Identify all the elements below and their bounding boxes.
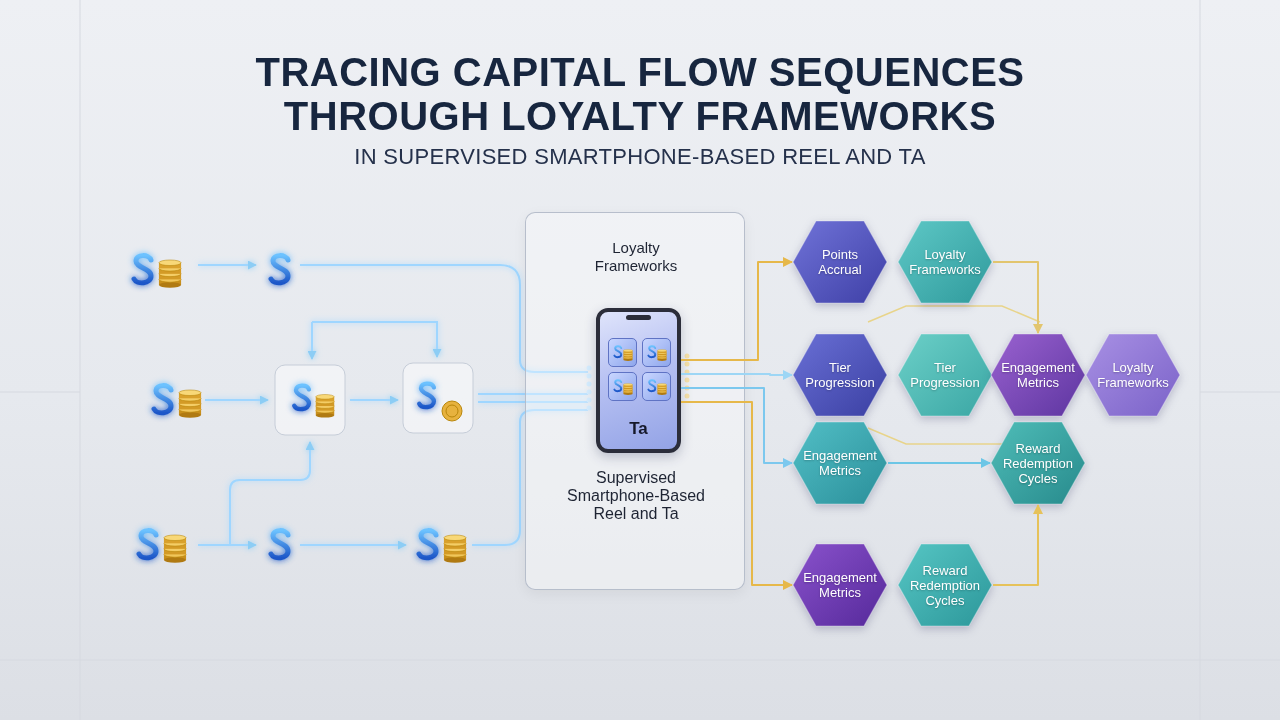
hexagon-outline — [991, 422, 1085, 504]
hexagon-node: Loyalty Frameworks — [897, 220, 993, 304]
hexagon-node: Loyalty Frameworks — [1085, 333, 1181, 417]
hexagon-label: Engagement Metrics — [801, 570, 879, 600]
hexagon-node: Engagement Metrics — [792, 421, 888, 505]
hexagon-label: Reward Redemption Cycles — [999, 441, 1077, 486]
connector-arrow — [681, 402, 792, 585]
app-icon — [642, 372, 671, 401]
coin-glyph — [623, 350, 632, 361]
coin-glyph — [657, 350, 666, 361]
connector-arrow — [681, 374, 792, 375]
hexagon-label: Engagement Metrics — [999, 360, 1077, 390]
coin-glyph — [623, 384, 632, 395]
group-panel: Loyalty FrameworksSupervised Smartphone-… — [525, 212, 745, 590]
hexagon-outline — [898, 544, 992, 626]
panel-label: Supervised Smartphone-Based Reel and Ta — [556, 469, 716, 523]
hexagon-outline — [793, 544, 887, 626]
hexagon-node: Tier Progression — [897, 333, 993, 417]
hexagon-label: Engagement Metrics — [801, 448, 879, 478]
dollar-glyph — [648, 378, 655, 393]
connector-arrow — [681, 262, 792, 360]
money-boxes — [275, 363, 473, 435]
diagram-title: TRACING CAPITAL FLOW SEQUENCES THROUGH L… — [200, 50, 1080, 138]
coin-stacks — [159, 260, 466, 563]
dollar-icons — [134, 251, 436, 564]
phone-label: Ta — [600, 419, 677, 439]
dollar-glyph — [648, 344, 655, 359]
hexagon-outline — [793, 422, 887, 504]
hexagon-outline — [793, 334, 887, 416]
app-icon-glyph — [643, 339, 670, 366]
hexagon-node: Points Accrual — [792, 220, 888, 304]
hexagon-node: Engagement Metrics — [792, 543, 888, 627]
hexagon-node: Reward Redemption Cycles — [990, 421, 1086, 505]
connector-arrow — [888, 462, 990, 464]
hexagon-label: Tier Progression — [906, 360, 984, 390]
dollar-glyph — [614, 378, 621, 393]
connector-arrow — [993, 262, 1038, 333]
hexagon-label: Reward Redemption Cycles — [906, 563, 984, 608]
hexagon-label: Loyalty Frameworks — [1094, 360, 1172, 390]
hexagon-outline — [898, 334, 992, 416]
hexagon-label: Tier Progression — [801, 360, 879, 390]
coin-glyph — [657, 384, 666, 395]
hexagon-node: Engagement Metrics — [990, 333, 1086, 417]
app-icon — [642, 338, 671, 367]
smartphone: Ta — [596, 308, 681, 453]
hexagon-outline — [898, 221, 992, 303]
connector-arrow — [681, 388, 792, 463]
app-icon-glyph — [609, 373, 636, 400]
phone-notch — [626, 315, 651, 320]
hexagon-label: Loyalty Frameworks — [906, 247, 984, 277]
connector-arrow — [993, 505, 1038, 585]
hexagon-outline — [991, 334, 1085, 416]
panel-heading: Loyalty Frameworks — [576, 239, 696, 275]
hexagon-outline — [793, 221, 887, 303]
hexagon-node: Reward Redemption Cycles — [897, 543, 993, 627]
dollar-glyph — [614, 344, 621, 359]
app-icon — [608, 372, 637, 401]
hexagon-node: Tier Progression — [792, 333, 888, 417]
hexagon-label: Points Accrual — [801, 247, 879, 277]
app-icon — [608, 338, 637, 367]
app-icon-glyph — [643, 373, 670, 400]
hexagon-outline — [1086, 334, 1180, 416]
app-icon-glyph — [609, 339, 636, 366]
diagram-subtitle: IN SUPERVISED SMARTPHONE-BASED REEL AND … — [200, 144, 1080, 170]
